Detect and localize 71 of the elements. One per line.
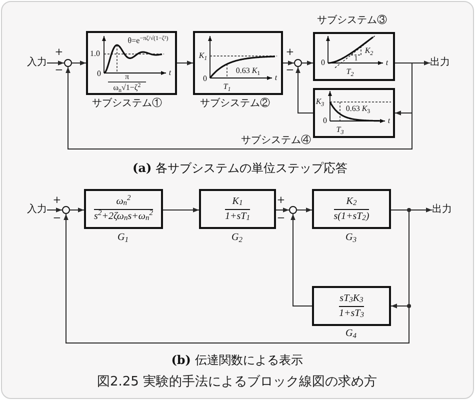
arrow xyxy=(64,210,410,344)
math-label: K$_{3}$ xyxy=(316,98,324,106)
sign-label: + xyxy=(54,48,64,58)
summing-junction xyxy=(62,206,70,214)
block-name: G$_{3}$ xyxy=(346,233,356,243)
math-label: ω$_{n}$√1−ζ$^{2}$ xyxy=(113,84,141,92)
math-label: K$_{2}$ xyxy=(364,47,374,55)
block-caption: サブシステム③ xyxy=(317,16,387,26)
arrow xyxy=(276,208,290,212)
math-label: 0 xyxy=(97,70,101,78)
sign-label: − xyxy=(276,214,286,224)
summing-junction xyxy=(294,59,302,67)
math-label: 0 xyxy=(323,117,327,125)
math-label: t xyxy=(388,117,390,125)
numerator: K$_{1}$ xyxy=(232,196,243,208)
block-caption: サブシステム④ xyxy=(241,136,311,146)
subfigure-caption: (b) 伝達関数による表示 xyxy=(171,354,303,366)
arrow xyxy=(302,60,314,66)
summing-junction xyxy=(64,59,72,67)
block-name: G$_{4}$ xyxy=(346,329,356,339)
sign-label: + xyxy=(286,48,294,58)
signal-label: 出力 xyxy=(432,205,452,215)
math-label: K$_{1}$ xyxy=(198,52,208,60)
block-box xyxy=(199,189,276,229)
math-label: π xyxy=(124,73,130,81)
math-label: T$_{3}$ xyxy=(336,126,344,134)
math-label: T$_{1}$ xyxy=(223,83,231,91)
math-label: T$_{2}$ xyxy=(346,68,354,76)
arrow xyxy=(46,60,64,66)
arrow xyxy=(46,208,62,212)
sign-label: + xyxy=(52,196,62,206)
sign-label: + xyxy=(276,196,286,206)
numerator: K$_{2}$ xyxy=(346,196,357,208)
sign-label: − xyxy=(286,66,294,76)
figure-caption: 図2.25 実験的手法によるブロック線図の求め方 xyxy=(96,376,378,388)
denominator: s(1+sT$_{2}$) xyxy=(334,210,370,222)
denominator: 1+sT$_{3}$ xyxy=(339,306,364,318)
math-label: 0.63 K$_{3}$ xyxy=(346,105,370,113)
math-label: t xyxy=(168,69,172,77)
arrow xyxy=(176,60,194,66)
arrow xyxy=(282,60,294,66)
arrow xyxy=(296,66,314,114)
subfigure-caption: (a) 各サブシステムの単位ステップ応答 xyxy=(132,162,348,174)
block-box xyxy=(312,189,391,229)
arrow xyxy=(296,208,312,212)
math-label: 0 xyxy=(203,75,207,83)
math-label: 1.0 xyxy=(90,50,100,58)
arrow xyxy=(66,62,412,150)
block-name: G$_{2}$ xyxy=(232,233,242,243)
signal-label: 入力 xyxy=(27,205,47,215)
sign-label: − xyxy=(52,214,62,224)
math-label: 0.63 K$_{1}$ xyxy=(236,67,260,75)
math-label: θ=e$^{−πζ/√(1−ζ²)}$ xyxy=(128,37,168,45)
block-name: G$_{1}$ xyxy=(118,233,128,243)
numerator: sT$_{3}$K$_{3}$ xyxy=(340,294,364,306)
block-box xyxy=(312,286,391,326)
arrow xyxy=(162,208,200,212)
sign-label: − xyxy=(54,66,64,76)
math-label: 0 xyxy=(321,59,325,67)
block-caption: サブシステム① xyxy=(92,99,162,109)
arrow xyxy=(70,208,84,212)
block-caption: サブシステム② xyxy=(200,99,270,109)
arrow xyxy=(72,60,86,66)
denominator: 1+sT$_{1}$ xyxy=(225,210,250,222)
signal-label: 入力 xyxy=(27,58,47,68)
math-label: t xyxy=(274,74,278,82)
math-label: t xyxy=(386,59,388,67)
block-box xyxy=(84,189,163,229)
arrow xyxy=(290,214,312,306)
summing-junction xyxy=(289,206,297,214)
signal-label: 出力 xyxy=(430,58,450,68)
